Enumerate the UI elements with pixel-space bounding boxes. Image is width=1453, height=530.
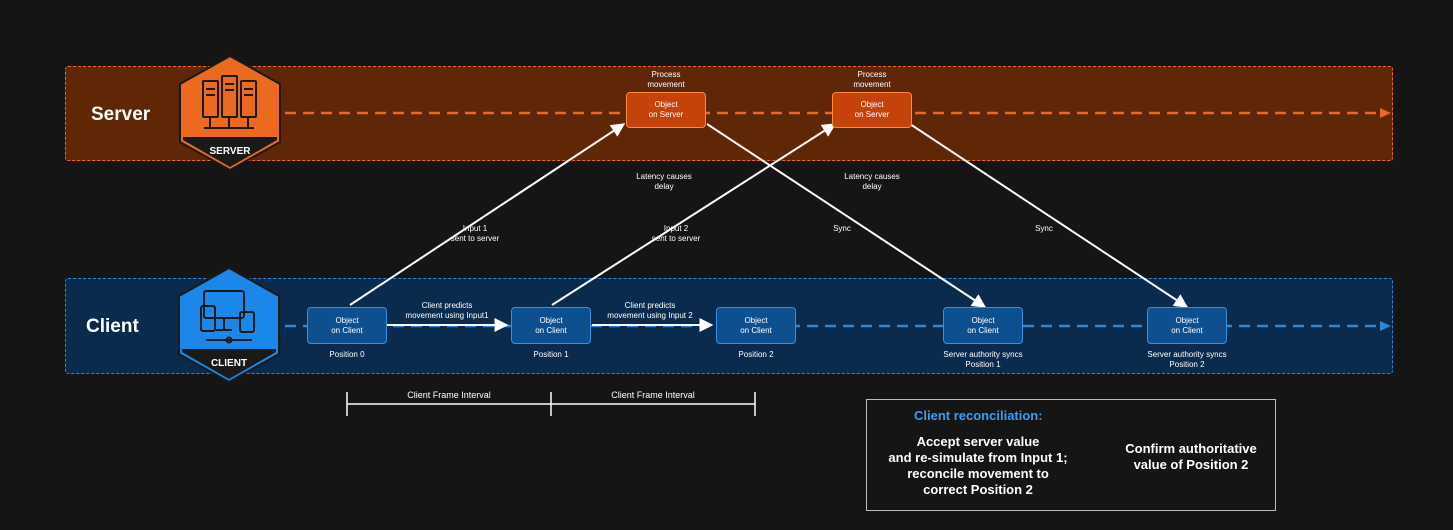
server-lane-label: Server — [91, 104, 151, 125]
sync2-arrow — [909, 123, 1189, 308]
sync1-label: Sync — [833, 224, 851, 233]
input1-arrow — [349, 123, 626, 306]
client-node-caption: Position 2 — [738, 350, 774, 359]
server-timeline-arrowhead — [1380, 108, 1391, 118]
client-badge-label: CLIENT — [210, 358, 248, 369]
reconciliation-left-text: Accept server value and re-simulate from… — [888, 434, 1068, 497]
desktop-devices-icon — [200, 290, 255, 344]
sync1-arrow — [706, 123, 987, 308]
client-lane-label: Client — [86, 316, 139, 337]
sync2-label: Sync — [1035, 224, 1053, 233]
frame-interval-label: Client Frame Interval — [611, 390, 695, 400]
server-badge-label: SERVER — [209, 146, 251, 157]
frame-interval-label: Client Frame Interval — [407, 390, 491, 400]
server-rack-icon — [202, 75, 257, 129]
client-node-caption: Position 0 — [329, 350, 365, 359]
client-node-caption: Position 1 — [533, 350, 569, 359]
frame-interval-brackets — [346, 392, 756, 416]
input2-arrow — [551, 123, 837, 306]
client-timeline-arrowhead — [1380, 321, 1391, 331]
reconciliation-box — [866, 399, 1276, 511]
reconciliation-right-text: Confirm authoritative value of Position … — [1125, 441, 1257, 472]
reconciliation-title: Client reconciliation: — [914, 408, 1043, 423]
